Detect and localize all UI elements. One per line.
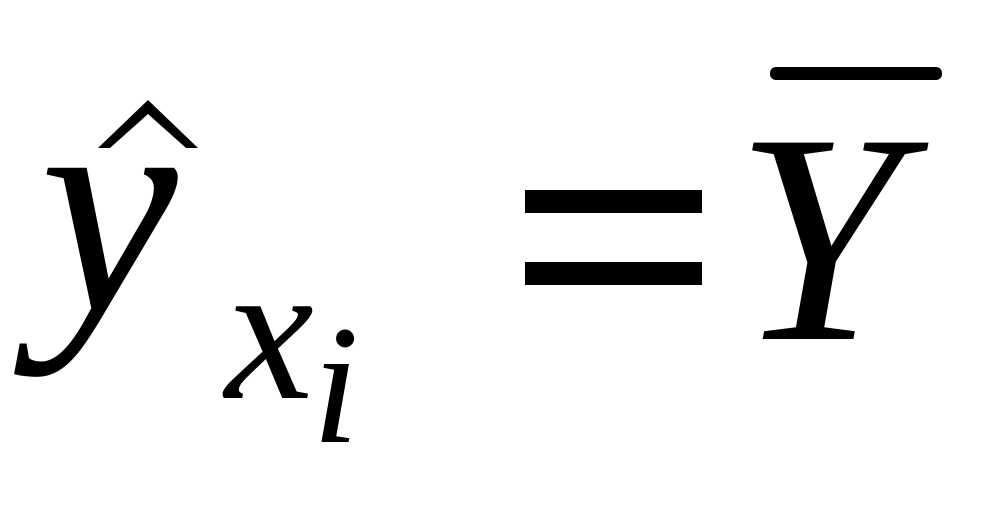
equals-bar-bottom <box>525 262 702 285</box>
y-symbol: y <box>40 35 178 378</box>
bar-accent <box>770 67 942 80</box>
subscript-x: x <box>225 221 314 442</box>
equals-bar-top <box>525 190 702 213</box>
hat-accent-icon <box>98 100 198 148</box>
subscript-i: i <box>312 291 360 479</box>
Y-symbol: Y <box>735 72 902 404</box>
